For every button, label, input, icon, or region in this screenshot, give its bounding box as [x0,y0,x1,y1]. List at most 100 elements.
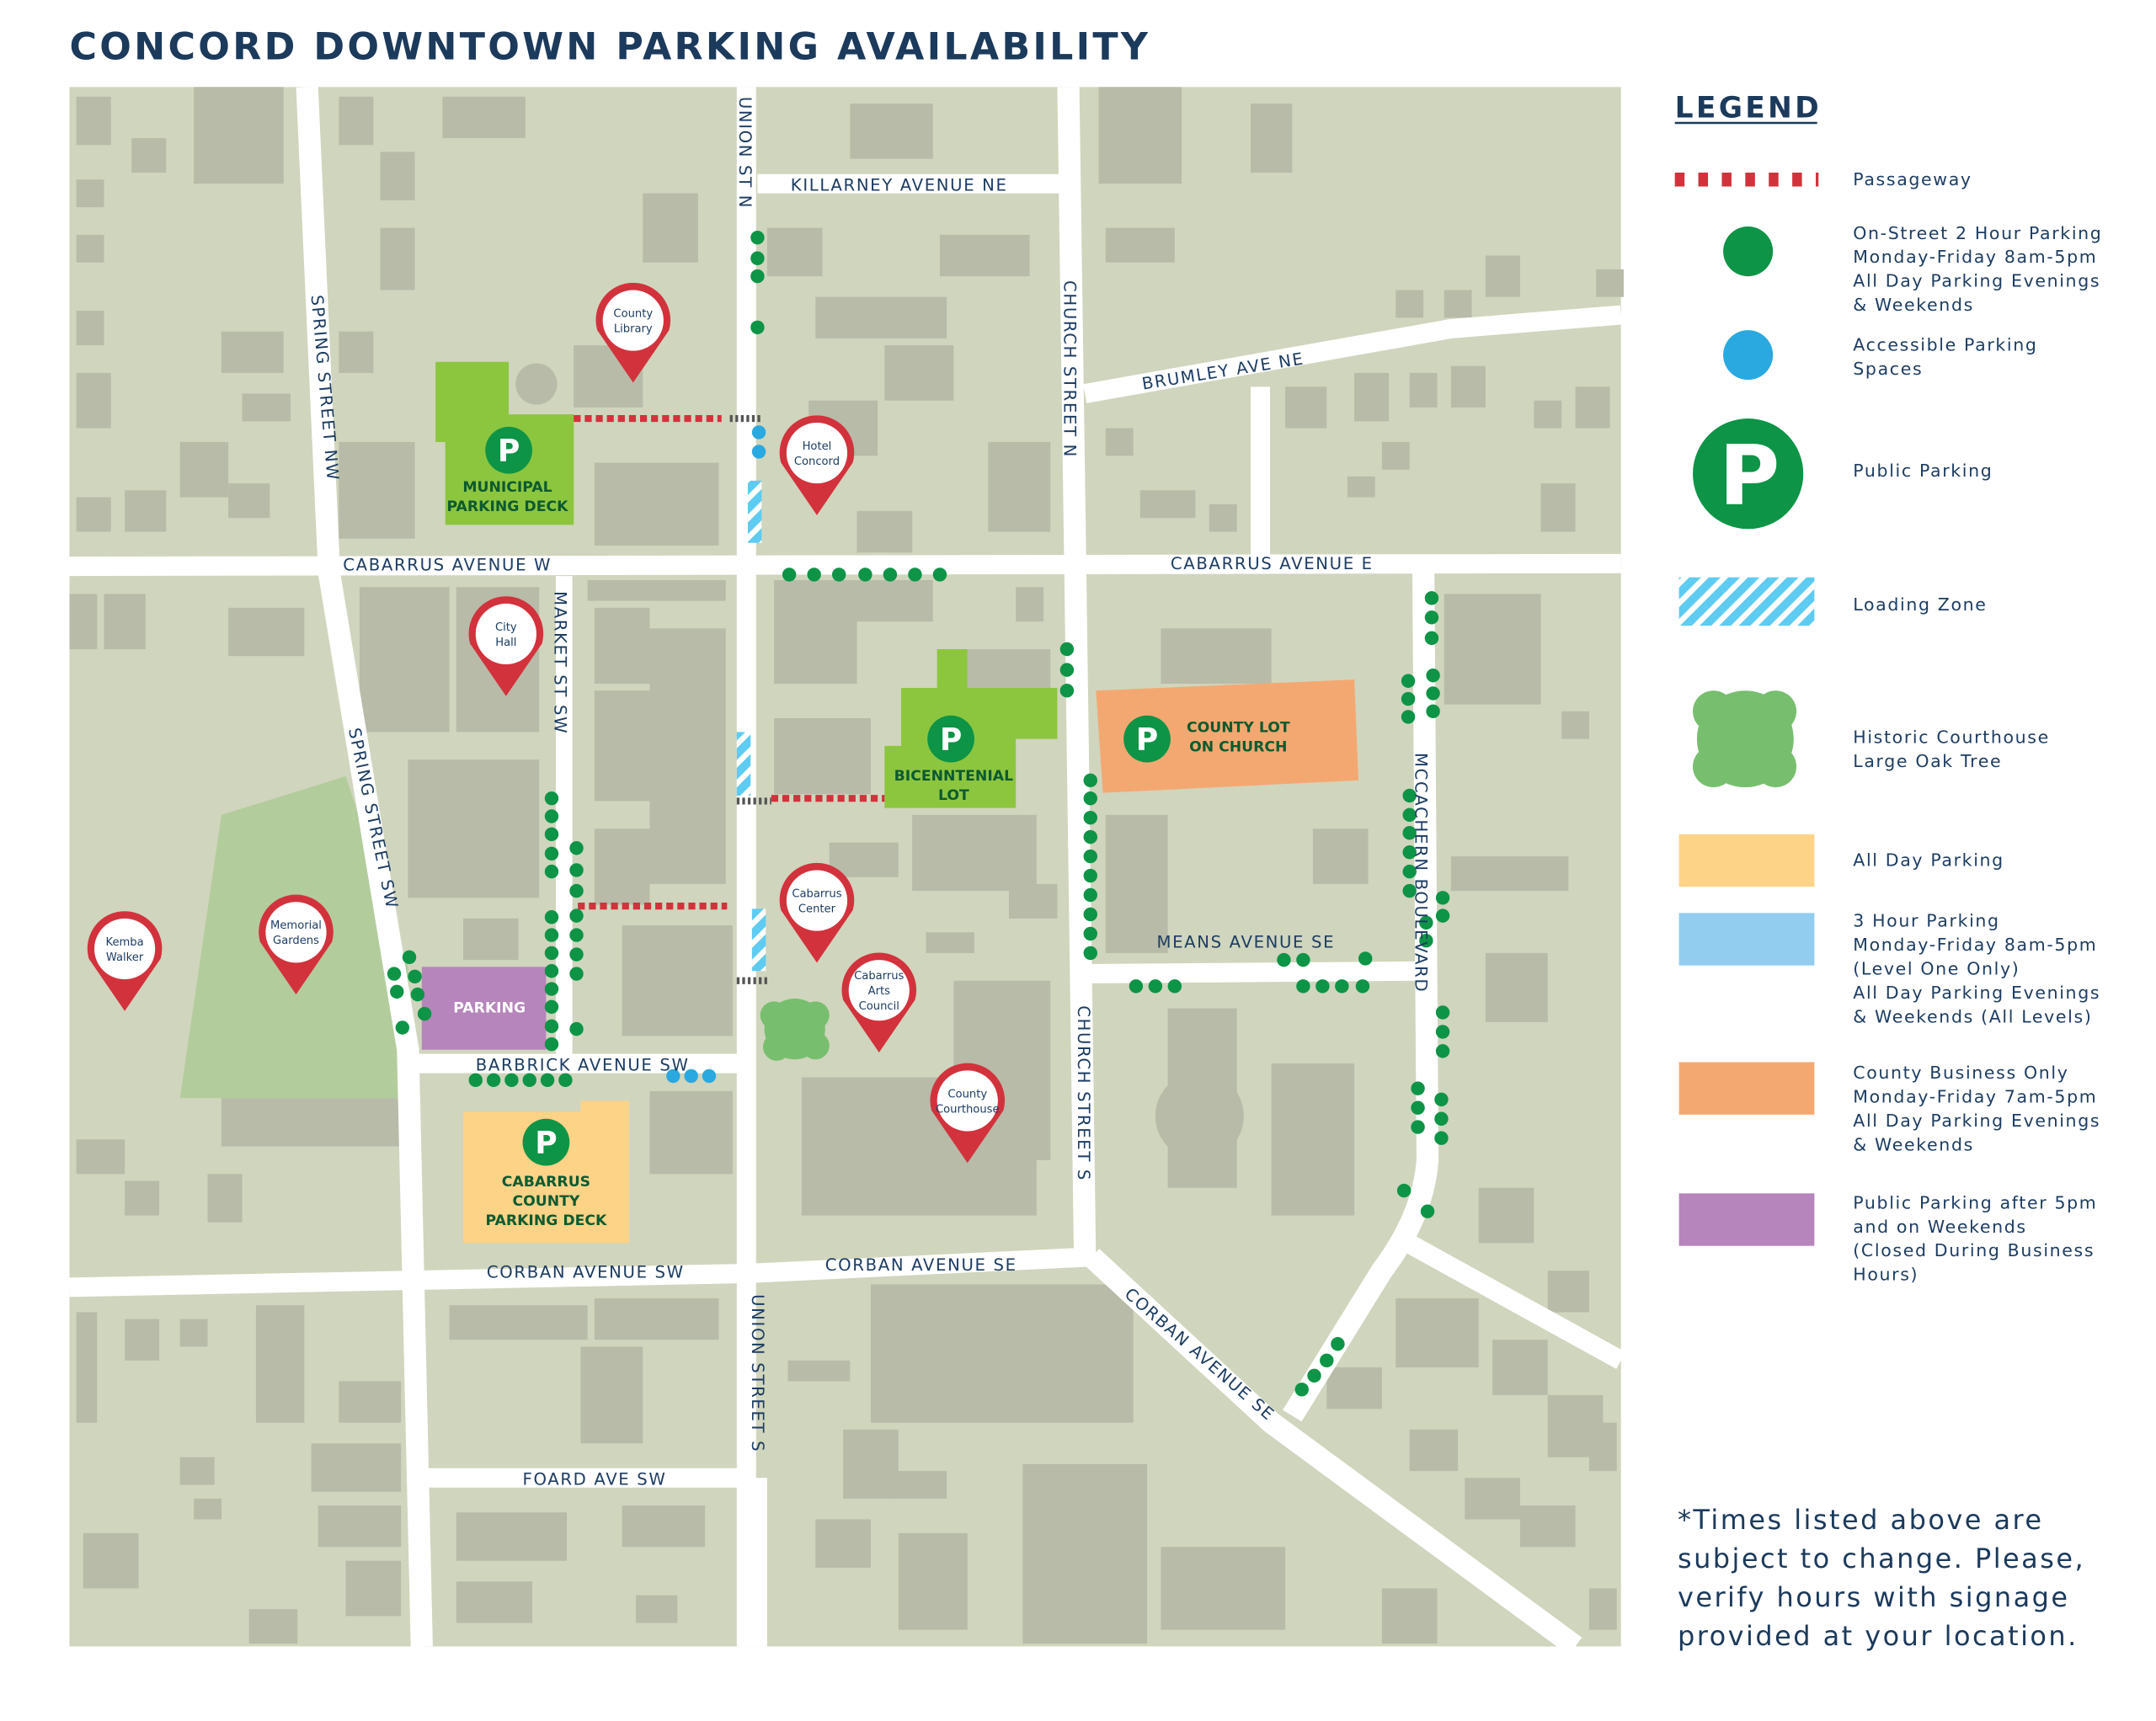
building [1547,1271,1589,1313]
pin-label: Memorial [270,919,322,932]
on-street-parking-dot [504,1073,519,1088]
building [131,138,167,173]
on-street-parking-dot [569,841,584,855]
after-5pm-swatch [1678,1193,1815,1246]
building [1347,476,1375,498]
pin-label: Library [614,323,653,336]
on-street-parking-dot [1083,791,1097,806]
on-street-parking-dot [1331,1336,1345,1351]
on-street-parking-dot [486,1073,501,1088]
building [594,607,650,685]
building [1105,428,1134,456]
on-street-parking-dot [1129,979,1144,994]
accessible-dot-swatch [1723,330,1774,381]
on-street-parking-dot [569,908,584,923]
on-street-parking-dot [1402,883,1417,898]
on-street-parking-dot [558,1073,573,1088]
lot-label: PARKING [453,999,526,1016]
after-5pm-parking-lot[interactable] [421,967,547,1050]
building [1409,1429,1459,1472]
building [649,1090,733,1175]
building [449,1305,588,1340]
building [622,925,733,1036]
on-street-parking-dot [1411,1081,1425,1095]
county-lot-on-church[interactable] [1096,679,1359,793]
building [1465,1478,1520,1520]
pin-label: Center [798,903,836,916]
building [76,1312,98,1423]
cabarrus-county-parking-deck[interactable] [463,1100,629,1244]
on-street-parking-dot [1434,1092,1449,1106]
on-street-parking-dot [544,946,559,961]
on-street-parking-dot [417,1006,432,1021]
on-street-parking-dot [1402,788,1417,803]
on-street-parking-dot [544,964,559,978]
building [76,234,104,263]
on-street-parking-dot [1296,952,1310,967]
building [1381,1588,1438,1644]
legend-label: (Closed During Business [1853,1240,2095,1260]
roads [69,86,1626,1655]
street-label: CHURCH STREET N [1060,280,1080,458]
street-label: KILLARNEY AVENUE NE [791,175,1008,194]
building [1354,372,1390,422]
building [1519,1505,1576,1548]
building [345,1560,402,1617]
pin-label: Cabarrus [792,887,841,900]
svg-text:P: P [1719,429,1780,525]
building [339,331,374,373]
building [1251,104,1293,173]
building [884,1471,947,1499]
building [766,227,823,277]
on-street-parking-dot [750,251,765,265]
all-day-swatch [1678,834,1815,887]
building [870,1284,1134,1423]
building [125,490,167,532]
on-street-parking-dot [544,910,559,924]
map[interactable]: P MUNICIPAL PARKING DECK P BICENNTENIAL … [69,86,1626,1655]
lot-label: PARKING DECK [447,498,569,515]
legend-label: Passageway [1853,169,1972,189]
building [594,690,650,802]
building [636,1595,678,1623]
building [1444,594,1541,705]
legend-item-public: Public Parking [1853,461,1993,481]
legend-label: All Day Parking Evenings [1853,271,2100,291]
legend-label: Public Parking [1853,461,1993,481]
building [774,579,857,685]
lot-label: COUNTY LOT [1187,719,1290,736]
three-hour-swatch [1678,913,1815,966]
loading-zone-swatch [1678,577,1815,626]
building [926,932,974,953]
on-street-parking-dot [1401,691,1416,706]
legend-item-all-day: All Day Parking [1853,850,2003,871]
map-pins[interactable]: CountyLibraryHotelConcordCityHallKembaWa… [87,282,1006,1164]
on-street-parking-dot [544,1019,559,1034]
legend-label: & Weekends (All Levels) [1853,1006,2092,1026]
building [515,363,558,405]
lot-label: COUNTY [512,1193,579,1210]
building [69,594,98,650]
on-street-parking-dot [387,967,402,981]
on-street-parking-dot [1083,773,1097,788]
legend-label: and on Weekends [1853,1217,2026,1237]
on-street-parking-dot [1358,951,1373,966]
building [380,152,415,200]
pin-label: County [613,307,653,320]
building [442,96,526,139]
legend-label: Loading Zone [1853,594,1987,615]
oak-tree-icon [1693,690,1797,788]
on-street-parking-dot [1435,1044,1450,1058]
